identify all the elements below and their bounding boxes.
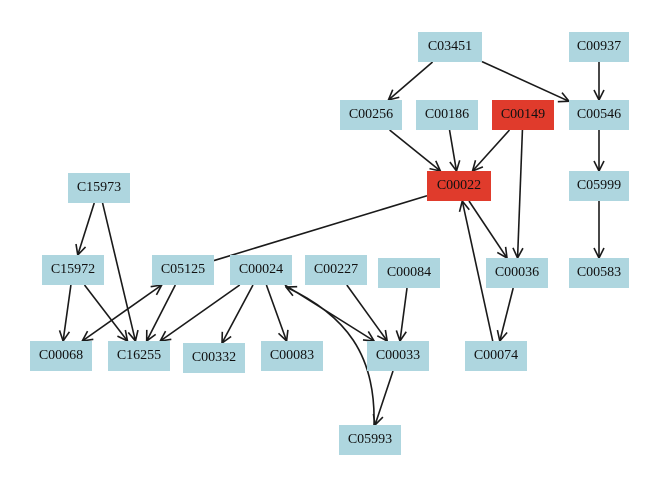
edge-c00149-to-c00036	[518, 129, 523, 258]
edge-c00022-to-c00036	[468, 200, 507, 258]
edge-c00024-to-c00083	[265, 284, 286, 341]
edge-c00022-to-c05125	[213, 194, 428, 262]
edge-c00186-to-c00022	[448, 129, 457, 171]
node-c00546[interactable]: C00546	[569, 100, 629, 130]
node-c05993[interactable]: C05993	[339, 425, 401, 455]
edge-c15973-to-c15972	[78, 202, 96, 255]
edge-c05993-to-c00024	[286, 287, 375, 426]
edge-c15972-to-c00068	[63, 284, 72, 341]
edge-c00024-to-c16255	[160, 284, 241, 341]
edge-c15973-to-c16255	[101, 202, 136, 341]
node-c16255[interactable]: C16255	[108, 341, 170, 371]
node-c00332[interactable]: C00332	[183, 343, 245, 373]
edge-c00149-to-c00022	[473, 129, 511, 171]
edge-c03451-to-c00546	[481, 60, 569, 102]
node-c00068[interactable]: C00068	[30, 341, 92, 371]
node-c00036[interactable]: C00036	[486, 258, 548, 288]
node-c00074[interactable]: C00074	[465, 341, 527, 371]
node-c05999[interactable]: C05999	[569, 171, 629, 201]
edge-c00074-to-c00022	[462, 201, 494, 342]
node-c15973[interactable]: C15973	[68, 173, 130, 203]
edge-c05125-to-c00068	[82, 285, 161, 341]
node-c00583[interactable]: C00583	[569, 258, 629, 288]
edge-c00256-to-c00022	[389, 129, 441, 171]
node-c00227[interactable]: C00227	[305, 255, 367, 285]
node-c15972[interactable]: C15972	[42, 255, 104, 285]
edge-c00084-to-c00033	[400, 287, 408, 341]
node-c00186[interactable]: C00186	[416, 100, 478, 130]
edge-c03451-to-c00256	[388, 61, 434, 100]
node-c00024[interactable]: C00024	[230, 255, 292, 285]
node-c00084[interactable]: C00084	[378, 258, 440, 288]
edge-c00033-to-c05993	[375, 370, 394, 425]
node-c00937[interactable]: C00937	[569, 32, 629, 62]
node-c00083[interactable]: C00083	[261, 341, 323, 371]
node-c00256[interactable]: C00256	[340, 100, 402, 130]
node-c03451[interactable]: C03451	[418, 32, 482, 62]
node-c00022[interactable]: C00022	[427, 171, 491, 201]
edge-c00036-to-c00074	[500, 287, 514, 341]
edge-c00024-to-c00332	[222, 284, 254, 343]
node-c00033[interactable]: C00033	[367, 341, 429, 371]
node-c05125[interactable]: C05125	[152, 255, 214, 285]
edge-c00227-to-c00033	[346, 284, 387, 341]
node-c00149[interactable]: C00149	[492, 100, 554, 130]
